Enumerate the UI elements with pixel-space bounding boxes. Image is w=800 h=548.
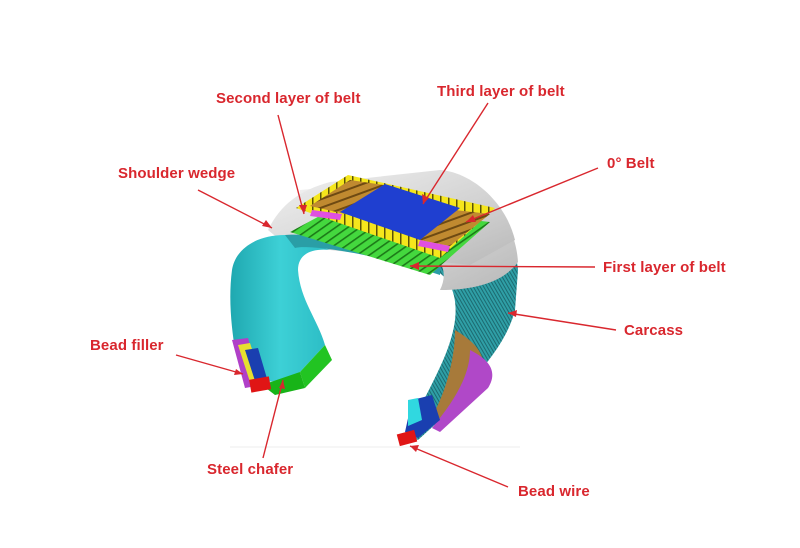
bead-wire-right <box>396 429 418 447</box>
zero-belt-left <box>310 180 390 214</box>
leader-lines <box>175 102 617 488</box>
label-zero-degree-belt: 0° Belt <box>607 155 655 172</box>
leader-shoulder-wedge <box>197 189 273 229</box>
left-sidewall <box>230 234 440 395</box>
label-first-layer-of-belt: First layer of belt <box>603 259 726 276</box>
label-bead-wire: Bead wire <box>518 483 590 500</box>
leader-bead-wire <box>409 445 509 488</box>
leader-third-layer <box>422 102 489 205</box>
bead-wire-left <box>249 376 272 393</box>
leader-zero-belt <box>465 167 599 223</box>
label-third-layer-of-belt: Third layer of belt <box>437 83 565 100</box>
label-shoulder-wedge: Shoulder wedge <box>118 165 236 182</box>
leader-second-layer <box>277 114 305 215</box>
third-layer-belt <box>340 184 460 240</box>
leader-first-layer <box>409 265 596 268</box>
leader-bead-filler <box>175 354 244 375</box>
label-bead-filler: Bead filler <box>90 337 164 354</box>
label-steel-chafer: Steel chafer <box>207 461 294 478</box>
label-second-layer-of-belt: Second layer of belt <box>216 90 361 107</box>
leader-arrowheads <box>234 194 517 452</box>
leader-carcass <box>507 312 617 331</box>
label-carcass: Carcass <box>624 322 684 339</box>
leader-steel-chafer <box>262 379 284 459</box>
